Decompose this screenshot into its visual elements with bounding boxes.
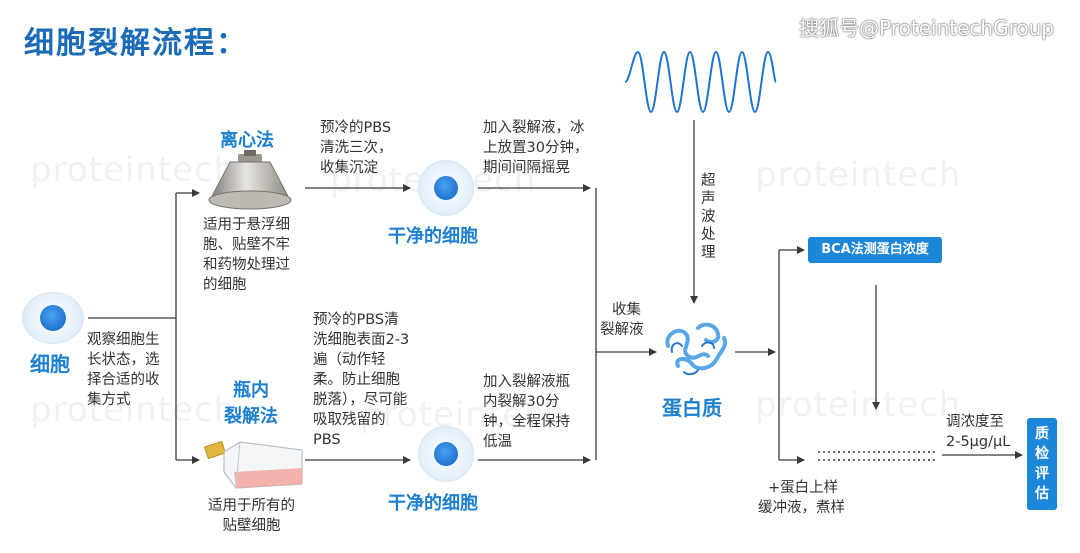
brand-watermark: proteintech [30, 150, 237, 190]
bca-assay-button: BCA法测蛋白浓度 [808, 237, 942, 263]
clean-cell-label: 干净的细胞 [388, 226, 478, 247]
culture-flask-icon [203, 440, 303, 489]
observe-text: 观察细胞生长状态，选择合适的收集方式 [87, 332, 160, 408]
clean-cell-label: 干净的细胞 [388, 493, 478, 514]
collect-lysate-label: 收集裂解液 [600, 302, 644, 338]
flask-lysis-step: 加入裂解液瓶内裂解30分钟，全程保持低温 [483, 374, 570, 450]
protein-structure-icon [665, 322, 727, 376]
flask-method-title: 瓶内裂解法 [224, 380, 278, 427]
cell-label: 细胞 [30, 352, 70, 376]
clean-cell-icon [418, 426, 474, 482]
page-title: 细胞裂解流程： [24, 26, 248, 61]
brand-watermark: proteintech [30, 390, 237, 430]
centrifuge-lysis-step: 加入裂解液，冰上放置30分钟，期间间隔摇晃 [483, 120, 589, 176]
centrifuge-description: 适用于悬浮细胞、贴壁不牢和药物处理过的细胞 [203, 217, 290, 293]
clean-cell-icon [418, 160, 474, 216]
flask-method-description: 适用于所有的贴壁细胞 [208, 498, 295, 534]
brand-watermark: proteintech [755, 155, 962, 195]
ultrasound-label: 超声波处理 [701, 173, 716, 261]
protein-label: 蛋白质 [662, 396, 722, 420]
brand-watermark: proteintech [360, 395, 567, 435]
loading-buffer-label: +蛋白上样缓冲液，煮样 [758, 480, 845, 516]
centrifuge-title: 离心法 [220, 130, 274, 151]
source-watermark: 搜狐号@ProteintechGroup [799, 16, 1054, 40]
centrifuge-tube-icon [208, 150, 292, 210]
quality-assessment-box: 质检评估 [1027, 418, 1057, 510]
brand-watermark: proteintech [755, 385, 962, 425]
cell-icon [22, 292, 84, 344]
